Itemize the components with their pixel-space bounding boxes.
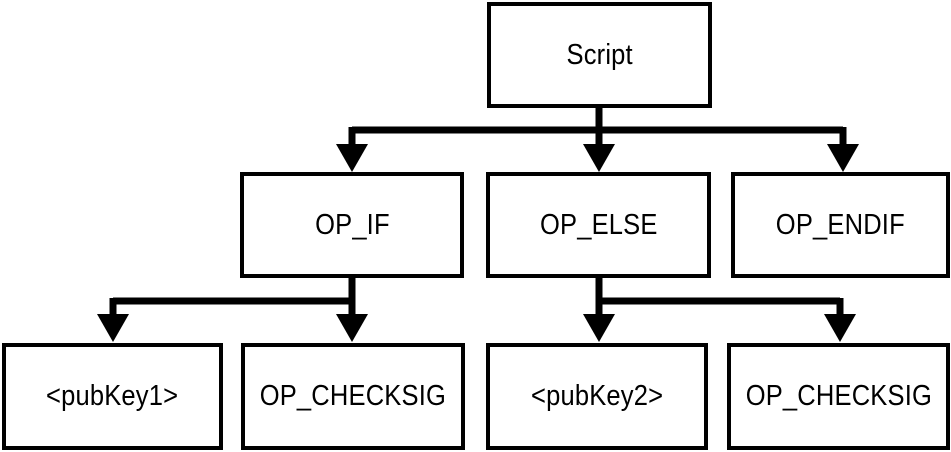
node-op-endif: OP_ENDIF [731, 172, 950, 278]
arrowhead-pubkey1 [97, 314, 129, 342]
node-op-checksig-2-label: OP_CHECKSIG [745, 380, 932, 412]
node-script: Script [487, 2, 712, 108]
arrowhead-pubkey2 [583, 314, 615, 342]
node-op-checksig-2: OP_CHECKSIG [727, 343, 950, 450]
arrowhead-op-checksig-2 [824, 314, 856, 342]
node-op-checksig-1: OP_CHECKSIG [241, 343, 465, 450]
node-op-else-label: OP_ELSE [539, 208, 658, 241]
node-op-if-label: OP_IF [314, 208, 390, 241]
node-op-checksig-1-label: OP_CHECKSIG [259, 380, 447, 412]
node-pubkey1-label: <pubKey1> [46, 380, 179, 412]
node-pubkey2: <pubKey2> [486, 343, 708, 450]
node-pubkey1: <pubKey1> [2, 343, 223, 450]
connector-op-else-to-pubkey2 [595, 277, 840, 316]
arrowhead-op-checksig-1 [336, 314, 368, 342]
connector-op-if-to-pubkey1 [109, 277, 356, 316]
node-script-label: Script [566, 38, 633, 71]
arrowhead-op-endif [827, 144, 859, 172]
node-op-if: OP_IF [240, 172, 464, 278]
node-pubkey2-label: <pubKey2> [530, 380, 664, 412]
node-op-else: OP_ELSE [486, 172, 711, 278]
arrowhead-op-else [583, 144, 615, 172]
arrowhead-op-if [336, 144, 368, 172]
node-op-endif-label: OP_ENDIF [775, 208, 906, 241]
